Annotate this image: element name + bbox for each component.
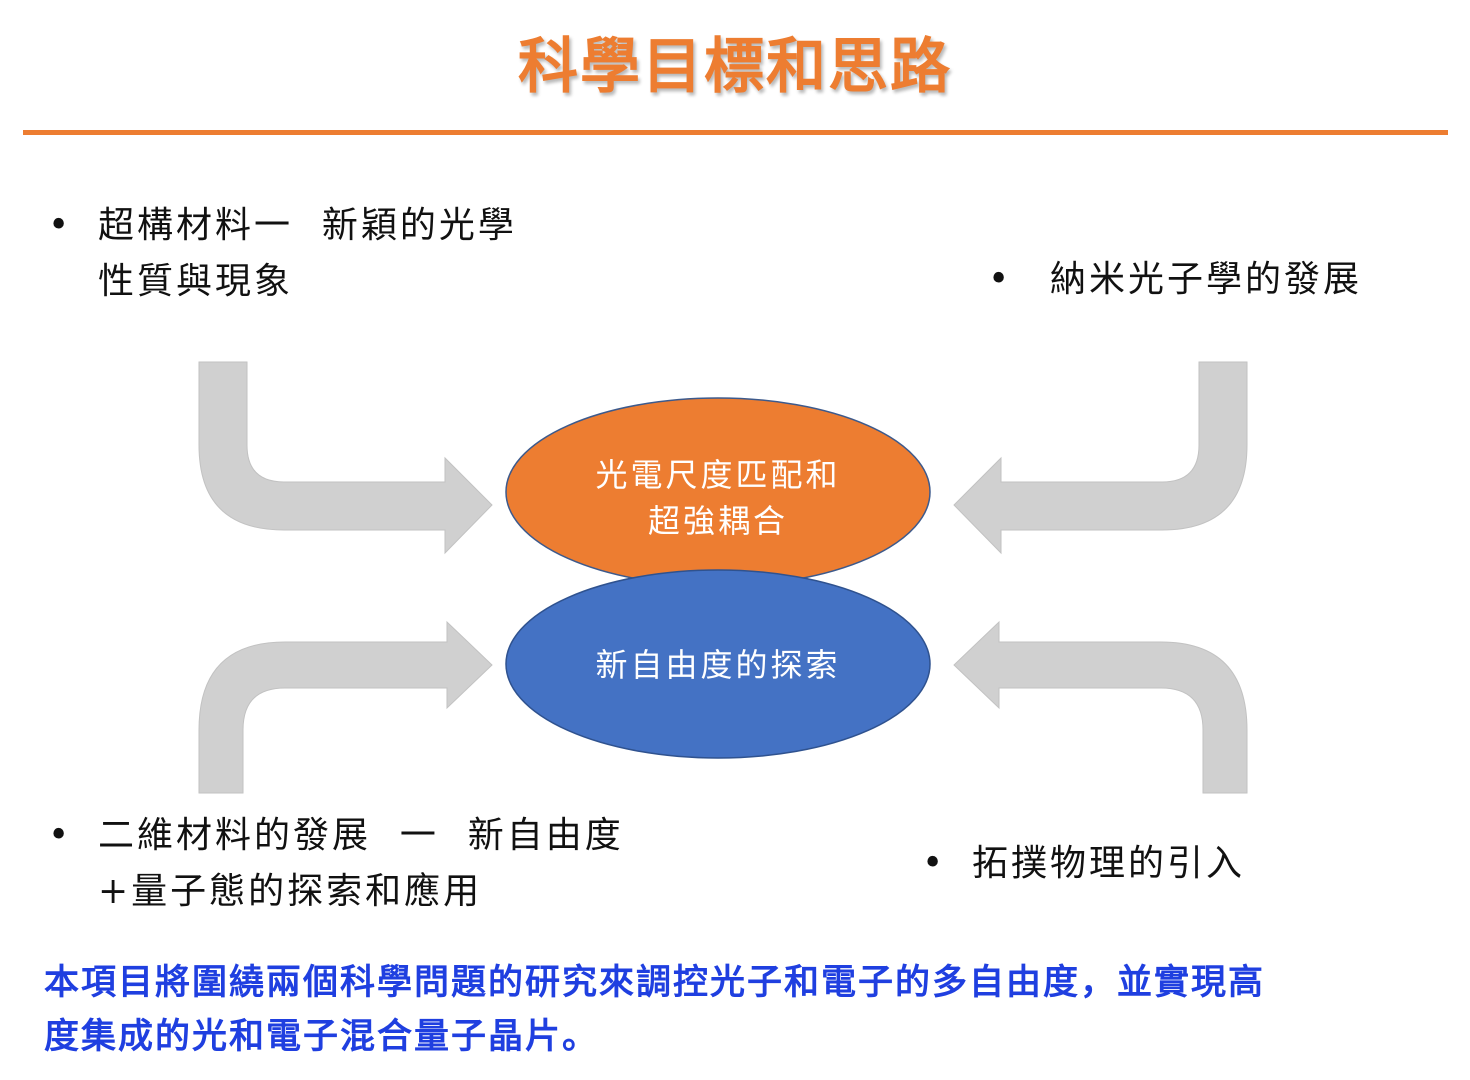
bullet-dot: • [48,205,73,246]
bullet-dot: • [922,843,947,884]
ellipse-new-dof-line1: 新自由度的探索 [595,646,841,684]
bullet-metamaterials: • 超構材料一 新穎的光學 性質與現象 [48,198,517,310]
arrow-bottom-right [953,620,1248,794]
bullet-dot: • [988,259,1013,300]
summary-line2: 度集成的光和電子混合量子晶片。 [44,1016,600,1057]
page-title: 科學目標和思路 [518,32,952,102]
ellipse-new-dof-label: 新自由度的探索 [508,642,928,688]
ellipse-coupling-line1: 光電尺度匹配和 [595,456,841,494]
bullet-metamaterials-line1: 超構材料一 新穎的光學 [98,205,517,246]
bullet-topology-line1: 拓撲物理的引入 [972,843,1246,884]
arrow-top-left [198,361,493,555]
ellipse-new-dof [505,569,931,759]
summary-line1: 本項目將圍繞兩個科學問題的研究來調控光子和電子的多自由度，並實現高 [44,962,1266,1003]
arrow-bottom-left [198,620,493,794]
ellipse-coupling-label: 光電尺度匹配和 超強耦合 [508,452,928,544]
bullet-nanophotonics-line1: 納米光子學的發展 [1050,259,1363,300]
summary-text: 本項目將圍繞兩個科學問題的研究來調控光子和電子的多自由度，並實現高 度集成的光和… [44,956,1444,1064]
ellipse-coupling-line2: 超強耦合 [647,502,788,540]
bullet-2d-materials: • 二維材料的發展 一 新自由度 +量子態的探索和應用 [48,808,624,920]
arrow-top-right [953,361,1248,555]
bullet-topology: • 拓撲物理的引入 [922,836,1245,892]
title-divider [23,130,1448,135]
bullet-nanophotonics: • 納米光子學的發展 [988,252,1362,308]
bullet-metamaterials-line2: 性質與現象 [98,261,294,302]
bullet-dot: • [48,815,73,856]
bullet-2d-materials-line1: 二維材料的發展 一 新自由度 [98,815,624,856]
bullet-2d-materials-line2: +量子態的探索和應用 [98,871,483,912]
